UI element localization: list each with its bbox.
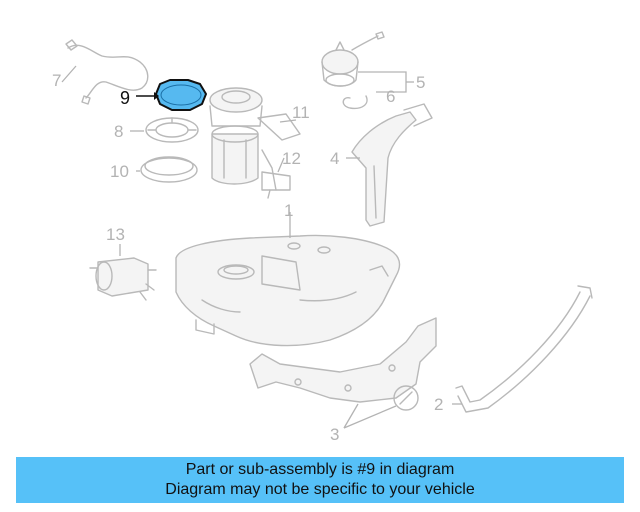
callout-10: 10	[110, 162, 129, 181]
part-13-canister	[89, 244, 157, 301]
part-8-lock-ring	[130, 117, 199, 143]
banner-line-1: Part or sub-assembly is #9 in diagram	[185, 461, 455, 478]
part-4-filler-neck	[346, 103, 433, 227]
callout-3: 3	[330, 425, 339, 444]
callout-2: 2	[434, 395, 443, 414]
callout-7: 7	[52, 71, 61, 90]
info-banner: Part or sub-assembly is #9 in diagram Di…	[16, 457, 624, 503]
callout-5: 5	[416, 73, 425, 92]
fuel-pump-module	[209, 87, 301, 199]
callout-9: 9	[120, 88, 130, 108]
part-7-wiring-harness	[61, 39, 149, 105]
part-9-seal-ring[interactable]	[155, 79, 207, 111]
part-5-filler-cap	[321, 31, 385, 87]
callout-1: 1	[284, 201, 293, 220]
callout-12: 12	[282, 149, 301, 168]
callout-11: 11	[292, 103, 310, 122]
part-2-tank-strap	[452, 285, 593, 413]
callout-8: 8	[114, 122, 123, 141]
callout-4: 4	[330, 149, 339, 168]
callout-13: 13	[106, 225, 125, 244]
parts-diagram: 7 9 8 10 11 12	[52, 31, 593, 444]
callout-6: 6	[386, 87, 395, 106]
part-1-fuel-tank	[175, 212, 401, 347]
banner-line-2: Diagram may not be specific to your vehi…	[165, 481, 475, 498]
part-10-gasket	[136, 156, 198, 183]
part-6-clip	[342, 95, 368, 110]
part-3-heat-shield	[249, 317, 437, 429]
leader-9-arrowhead	[154, 92, 159, 100]
